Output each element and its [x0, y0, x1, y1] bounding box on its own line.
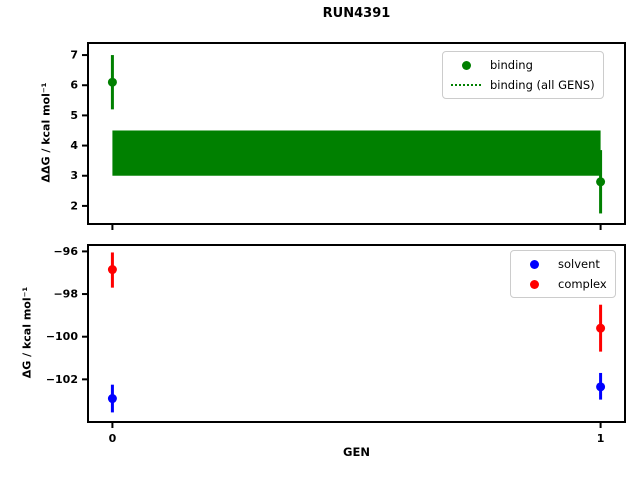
legend-label-binding: binding — [490, 58, 533, 72]
legend-label-solvent: solvent — [558, 257, 600, 271]
x-tick-label: 0 — [109, 432, 117, 445]
legend-label-binding-all-gens: binding (all GENS) — [490, 78, 595, 92]
axes-frame — [87, 244, 626, 423]
top-legend: binding binding (all GENS) — [442, 51, 604, 99]
legend-label-complex: complex — [558, 277, 607, 291]
complex-point — [596, 323, 606, 333]
bottom-y-axis-label: ΔG / kcal mol⁻¹ — [20, 286, 34, 379]
y-tick-label: 7 — [70, 49, 78, 62]
legend-item-complex: complex — [519, 274, 607, 294]
solvent-point — [107, 394, 117, 404]
axes-bottom: −96 −98 −100 −102 0 1 — [46, 244, 626, 445]
axes-top: 2 3 4 5 6 7 — [70, 42, 626, 230]
y-tick-label: −98 — [53, 288, 78, 301]
y-tick-label: −100 — [46, 330, 79, 343]
y-tick-label: 5 — [70, 109, 78, 122]
y-tick-label: −102 — [46, 373, 78, 386]
y-tick-label: 2 — [70, 199, 78, 212]
legend-item-binding: binding — [451, 55, 595, 75]
figure-title: RUN4391 — [322, 6, 391, 21]
band-binding (all GENS) — [112, 130, 601, 176]
bottom-legend: solvent complex — [510, 250, 616, 298]
binding-marker-icon — [461, 60, 471, 70]
complex-point — [107, 265, 117, 275]
complex-marker-icon — [529, 279, 539, 289]
top-plot-canvas: 2 3 4 5 6 7 — [70, 42, 626, 230]
solvent-point — [596, 382, 606, 392]
binding-point — [596, 177, 606, 187]
legend-item-solvent: solvent — [519, 254, 607, 274]
top-y-axis-label: ΔΔG / kcal mol⁻¹ — [39, 82, 53, 183]
axes-frame — [87, 42, 626, 225]
y-tick-label: 6 — [70, 79, 78, 92]
y-tick-label: −96 — [53, 245, 78, 258]
solvent-marker-icon — [529, 259, 539, 269]
binding-all-gens-dotted-line-icon — [451, 84, 481, 86]
x-axis-label: GEN — [343, 445, 370, 459]
binding-point — [107, 77, 117, 87]
legend-item-binding-all-gens: binding (all GENS) — [451, 75, 595, 95]
y-tick-label: 4 — [70, 139, 78, 152]
y-tick-label: 3 — [70, 169, 78, 182]
bottom-plot-canvas: −96 −98 −100 −102 0 1 — [46, 244, 626, 445]
x-tick-label: 1 — [597, 432, 605, 445]
